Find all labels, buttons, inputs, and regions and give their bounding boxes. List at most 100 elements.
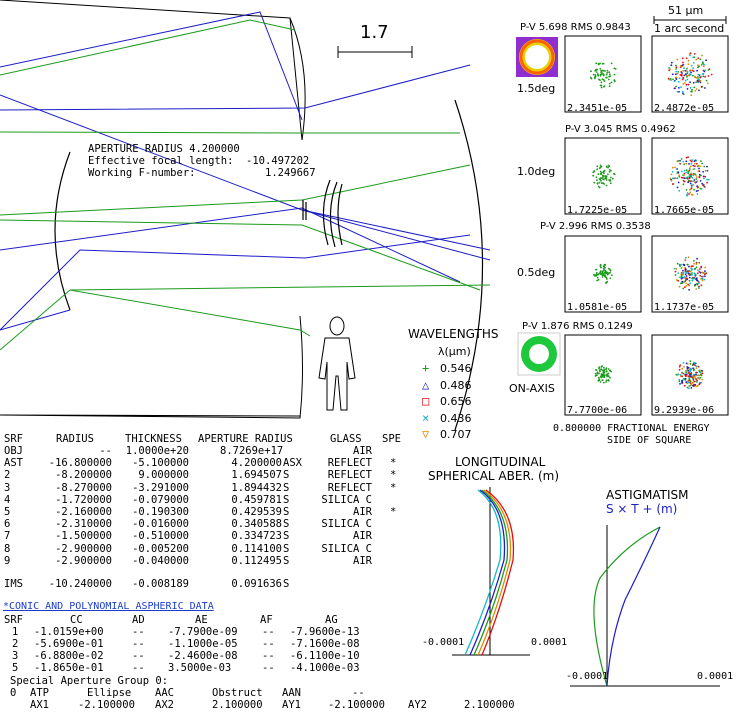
spot-dot — [597, 379, 600, 382]
spot-dot — [667, 77, 670, 80]
spot-dot — [702, 272, 705, 274]
spot-dot — [682, 273, 684, 276]
spot-dot — [602, 178, 605, 181]
spot-dot — [697, 64, 699, 67]
spot-dot — [679, 265, 681, 267]
table-cell: 1 — [12, 626, 19, 638]
spot-dot — [606, 278, 608, 280]
spot-dot — [681, 90, 684, 93]
spot-dot — [692, 67, 695, 70]
spot-dot — [593, 181, 596, 184]
astigmatism-xmax-label: 0.0001 — [697, 671, 734, 682]
aperture-cell: AX2 — [155, 699, 174, 711]
spot-dot — [704, 266, 707, 269]
spot-dot — [686, 194, 688, 197]
spot-dot — [677, 71, 680, 73]
spot-dot — [676, 262, 679, 265]
spot-dot — [602, 79, 605, 81]
spot-dot — [710, 73, 713, 76]
spot-dot — [594, 74, 597, 76]
spot-dot — [698, 378, 701, 380]
spot-dot — [684, 373, 687, 376]
table-cell: AIR — [353, 445, 372, 457]
spot-dot — [696, 279, 699, 282]
table-cell: -6.1100e-10 — [290, 650, 360, 662]
spot-dot — [681, 379, 683, 382]
spot-dot — [600, 71, 603, 74]
spot-dot — [690, 186, 693, 188]
spot-dot — [690, 187, 693, 190]
spot-dot — [595, 68, 597, 71]
spot-dot — [704, 175, 707, 178]
spot-dot — [681, 375, 683, 378]
spot-dot — [692, 70, 695, 73]
spot-dot — [677, 279, 680, 282]
spot-dot — [597, 185, 600, 188]
spot-dot — [680, 86, 682, 89]
table-cell: 0.340588 — [231, 518, 282, 531]
spot-dot — [602, 370, 605, 373]
spot-dot — [695, 162, 698, 165]
spot-dot — [677, 272, 680, 274]
spot-dot — [684, 276, 686, 279]
spot-dot — [594, 372, 597, 375]
spot-dot — [688, 378, 691, 381]
spot-dot — [695, 374, 697, 377]
conic-aspheric-data-link[interactable]: *CONIC AND POLYNOMIAL ASPHERIC DATA — [3, 601, 214, 612]
spot-dot — [697, 76, 699, 78]
column-header: RADIUS — [56, 433, 94, 445]
spot-dot — [685, 189, 688, 191]
spot-dot — [698, 287, 700, 290]
spot-dot — [596, 276, 599, 279]
table-cell: 0.091636 — [231, 578, 282, 590]
spot-dot — [687, 381, 690, 384]
spot-dot — [696, 272, 699, 275]
spot-dot — [680, 382, 683, 385]
spot-dot — [692, 168, 695, 171]
spot-dot — [687, 74, 690, 77]
spot-dot — [701, 279, 704, 282]
spot-dot — [598, 167, 601, 170]
table-cell: S — [283, 481, 290, 494]
column-header: SPE — [382, 433, 401, 445]
spot-dot — [675, 76, 678, 79]
spot-dot — [681, 371, 683, 374]
spot-dot — [692, 373, 695, 376]
spot-dot — [686, 176, 689, 179]
spot-dot — [689, 81, 691, 84]
spot-dot — [601, 176, 604, 179]
table-cell: -- — [132, 638, 145, 650]
spot-dot — [698, 78, 700, 81]
spot-dot — [689, 282, 692, 285]
table-cell: 5 — [12, 662, 19, 674]
spot-dot — [678, 174, 681, 177]
spot-dot — [677, 181, 680, 184]
spot-dot — [605, 184, 608, 187]
spot-dot — [703, 165, 706, 168]
spot-dot — [603, 263, 606, 266]
spot-dot — [676, 72, 679, 75]
spot-dot — [692, 74, 694, 77]
spot-dot — [683, 384, 686, 387]
spot-dot — [674, 73, 677, 76]
spot-dot — [608, 73, 611, 76]
spot-dot — [694, 162, 696, 165]
astigmatism-xmin-label: -0.0001 — [566, 671, 609, 682]
table-cell: 9.000000 — [138, 469, 189, 482]
spot-dot — [702, 62, 704, 65]
spot-dot — [669, 78, 672, 80]
spot-dot — [686, 270, 689, 273]
spot-dot — [602, 270, 604, 272]
table-cell: -- — [262, 650, 275, 662]
secondary-mirror — [54, 151, 71, 311]
table-cell: 4.200000 — [231, 457, 282, 470]
spot-dot — [674, 177, 677, 180]
spot-value-left: 2.3451e-05 — [567, 103, 628, 114]
table-cell: S — [283, 554, 290, 567]
table-cell: 0.429539 — [231, 506, 282, 518]
spot-value-right: 1.7665e-05 — [654, 205, 715, 216]
spot-dot — [607, 78, 610, 81]
table-cell: -0.016000 — [132, 518, 189, 531]
spot-dot — [701, 73, 704, 75]
spot-dot — [678, 263, 681, 266]
